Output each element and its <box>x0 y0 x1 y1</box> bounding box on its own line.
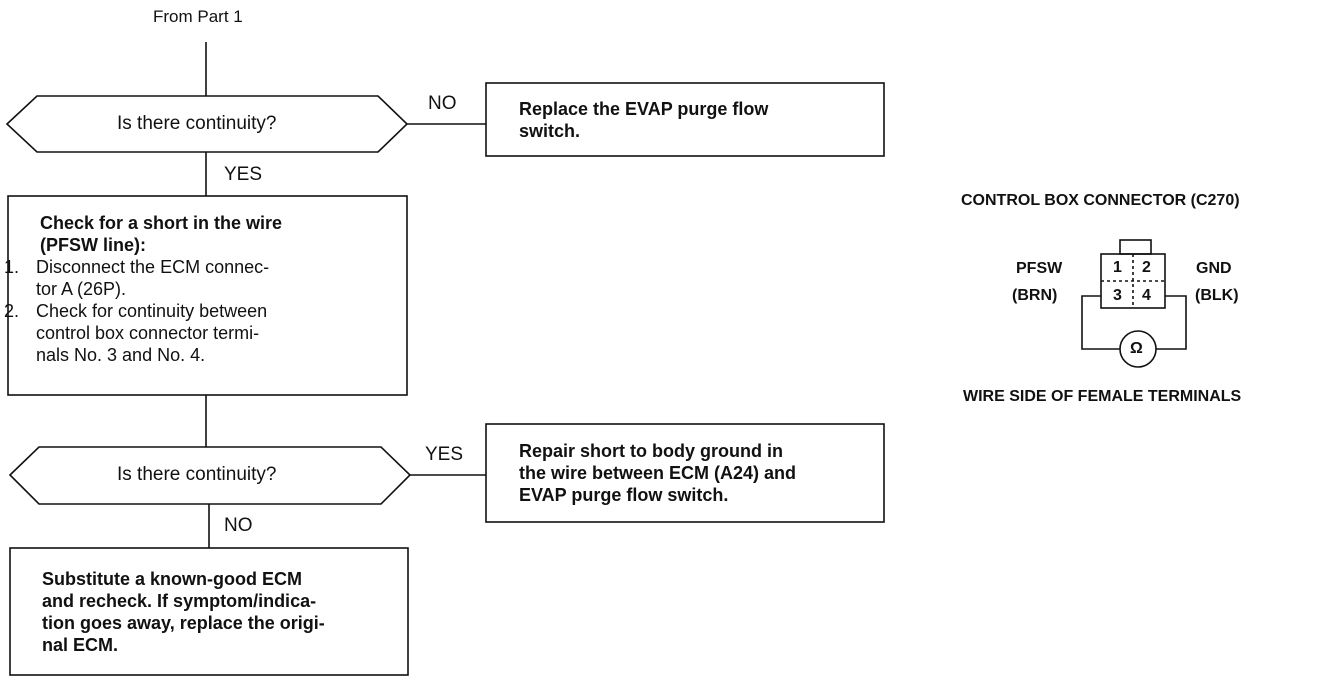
check-step-2-num: 2. <box>4 301 20 321</box>
replace-switch-line-2: switch. <box>519 121 581 141</box>
connector-pin-2: 2 <box>1142 259 1151 276</box>
substitute-ecm-line-4: nal ECM. <box>42 635 119 655</box>
repair-short-line-1: Repair short to body ground in <box>519 441 783 461</box>
decision-1-yes-label: YES <box>224 164 263 185</box>
connector-title: CONTROL BOX CONNECTOR (C270) <box>961 192 1240 209</box>
check-step-2-line-2: control box connector termi- <box>36 323 260 343</box>
check-short-box-shape <box>7 195 408 396</box>
replace-switch-box-shape <box>485 82 885 157</box>
replace-switch-line-1: Replace the EVAP purge flow <box>519 99 769 119</box>
decision-2-no-label: NO <box>224 515 253 536</box>
decision-2-yes-label: YES <box>425 444 464 465</box>
decision-1-no-label: NO <box>428 93 457 114</box>
ohmmeter-circle <box>1119 330 1157 368</box>
repair-short-text: Repair short to body ground in the wire … <box>519 440 796 506</box>
check-step-2: 2. Check for continuity between control … <box>2 300 400 366</box>
connector-pin-1: 1 <box>1113 259 1122 276</box>
connector-right-label-2: (BLK) <box>1195 287 1239 304</box>
connector-pin-4: 4 <box>1142 287 1151 304</box>
meter-lead-left <box>1081 295 1120 350</box>
check-step-1-num: 1. <box>4 257 20 277</box>
substitute-ecm-line-1: Substitute a known-good ECM <box>42 569 302 589</box>
check-step-1: 1. Disconnect the ECM connec- tor A (26P… <box>2 256 400 300</box>
repair-short-line-3: EVAP purge flow switch. <box>519 485 729 505</box>
check-steps-list: 1. Disconnect the ECM connec- tor A (26P… <box>2 256 400 366</box>
connector-left-label-2: (BRN) <box>1012 287 1058 304</box>
substitute-ecm-line-3: tion goes away, replace the origi- <box>42 613 325 633</box>
connector-right-label-1: GND <box>1196 260 1232 277</box>
check-step-2-line-1: Check for continuity between <box>36 301 268 321</box>
substitute-ecm-line-2: and recheck. If symptom/indica- <box>42 591 317 611</box>
decision-1-text: Is there continuity? <box>117 113 277 134</box>
connector-pin-3: 3 <box>1113 287 1122 304</box>
check-short-title-1: Check for a short in the wire <box>40 213 283 233</box>
from-part-label: From Part 1 <box>153 7 243 26</box>
repair-short-line-2: the wire between ECM (A24) and <box>519 463 797 483</box>
repair-short-box-shape <box>485 423 885 523</box>
replace-switch-text: Replace the EVAP purge flow switch. <box>519 98 768 142</box>
substitute-ecm-box-shape <box>9 547 409 676</box>
connector-latch <box>1119 239 1152 255</box>
check-short-title-2: (PFSW line): <box>40 235 146 255</box>
ohmmeter-symbol: Ω <box>1130 340 1143 357</box>
check-step-1-line-2: tor A (26P). <box>36 279 127 299</box>
connector-left-label-1: PFSW <box>1016 260 1063 277</box>
connector-footer: WIRE SIDE OF FEMALE TERMINALS <box>963 388 1242 405</box>
check-step-1-line-1: Disconnect the ECM connec- <box>36 257 270 277</box>
decision-2-text: Is there continuity? <box>117 464 277 485</box>
check-step-2-line-3: nals No. 3 and No. 4. <box>36 345 206 365</box>
meter-lead-right <box>1156 295 1187 350</box>
check-short-text: Check for a short in the wire (PFSW line… <box>4 212 400 366</box>
substitute-ecm-text: Substitute a known-good ECM and recheck.… <box>42 568 325 656</box>
